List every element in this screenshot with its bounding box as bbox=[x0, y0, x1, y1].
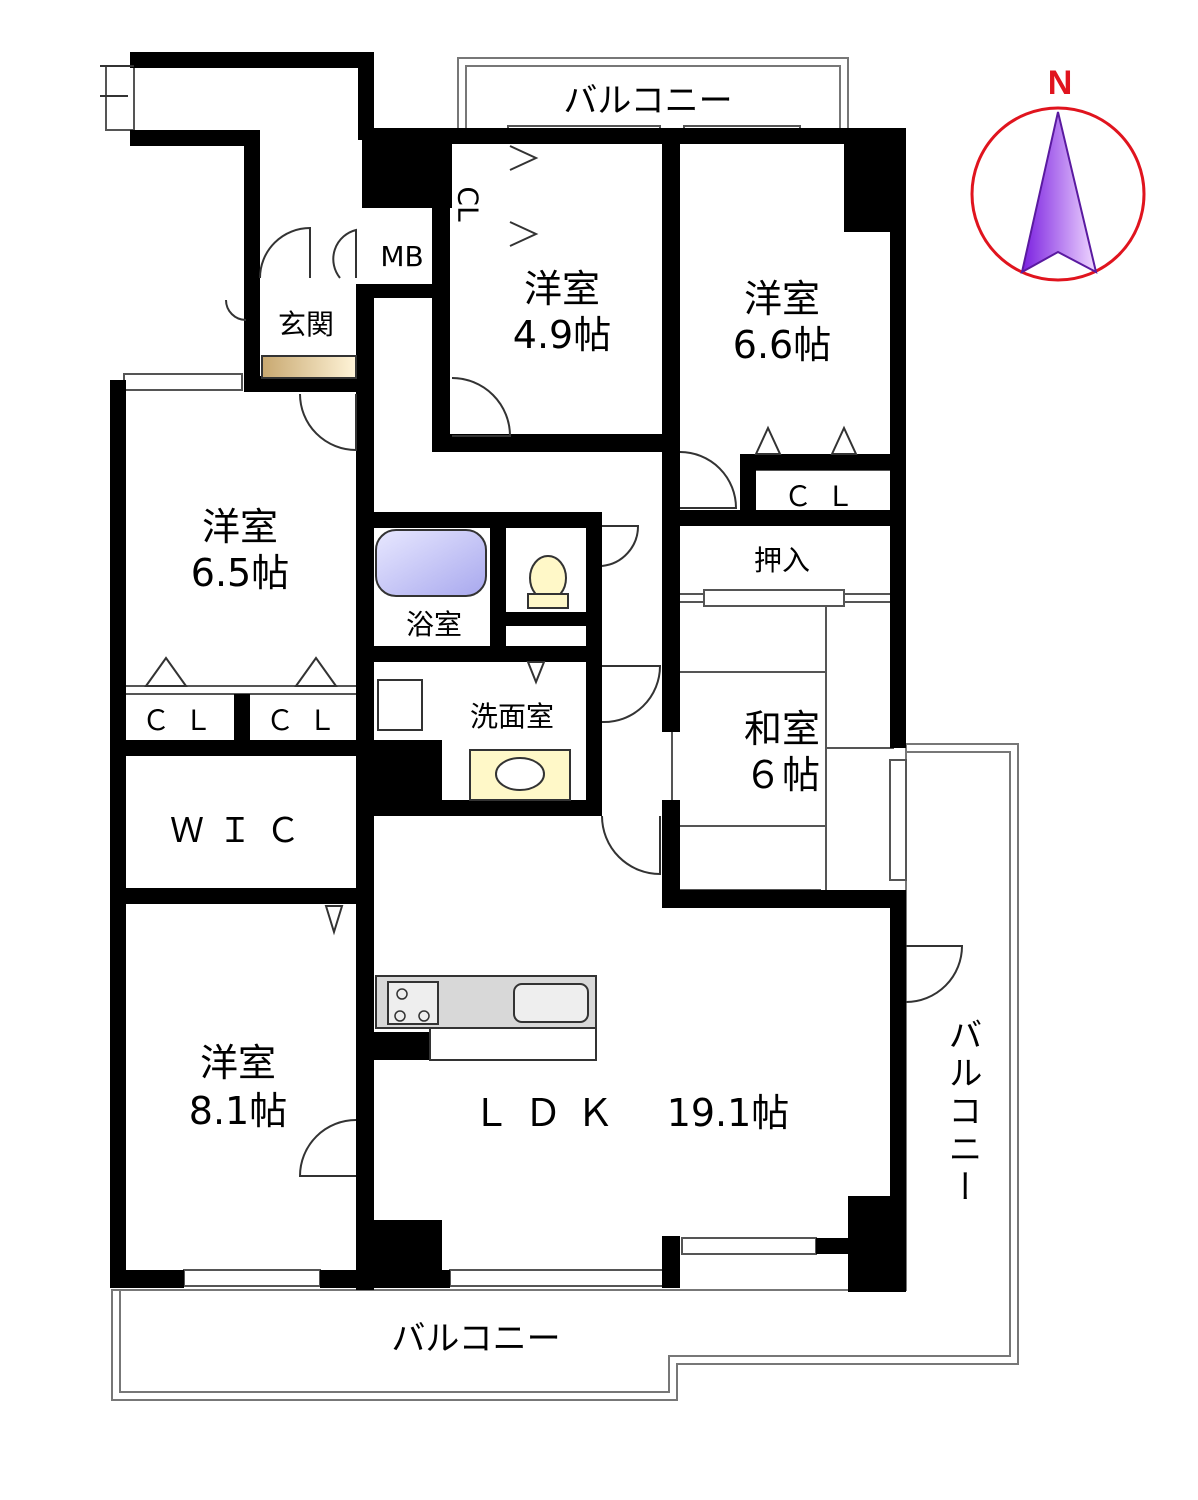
compass-letter: N bbox=[1048, 64, 1073, 102]
stove bbox=[387, 981, 439, 1025]
room-65-name: 洋室 bbox=[202, 505, 278, 549]
balcony-top-label: バルコニー bbox=[563, 81, 732, 121]
north-arrow-icon bbox=[1020, 111, 1098, 274]
bath-label: 浴室 bbox=[406, 608, 462, 641]
cl-left-b-label: ＣＬ bbox=[266, 704, 350, 737]
labels: バルコニー バルコニー バルコニー MB CL 玄関 洋室 4.9帖 洋室 6.… bbox=[142, 81, 982, 1359]
room-66-name: 洋室 bbox=[744, 277, 820, 321]
washroom-label: 洗面室 bbox=[470, 700, 554, 733]
cl-right-label: ＣＬ bbox=[784, 480, 868, 513]
closet-marks bbox=[144, 425, 858, 936]
cl-top-label: CL bbox=[452, 186, 485, 222]
fixtures bbox=[261, 355, 597, 1061]
washitsu-name: 和室 bbox=[744, 707, 820, 751]
ldk-size: 19.1帖 bbox=[667, 1091, 790, 1135]
room-81-name: 洋室 bbox=[200, 1041, 276, 1085]
room-49-size: 4.9帖 bbox=[513, 313, 611, 357]
balcony-right-label: バルコニー bbox=[942, 1017, 982, 1207]
walls bbox=[110, 52, 906, 1292]
mb-label: MB bbox=[380, 240, 423, 273]
bathtub bbox=[375, 529, 487, 597]
room-49-name: 洋室 bbox=[524, 267, 600, 311]
washitsu-size: ６帖 bbox=[744, 753, 820, 797]
room-81-size: 8.1帖 bbox=[189, 1089, 287, 1133]
compass: N bbox=[970, 64, 1146, 282]
washer bbox=[377, 679, 423, 731]
ldk-name: ＬＤＫ bbox=[472, 1091, 628, 1135]
room-65-size: 6.5帖 bbox=[191, 551, 289, 595]
toilet bbox=[527, 555, 569, 609]
cl-left-a-label: ＣＬ bbox=[142, 704, 226, 737]
balcony-bottom-label: バルコニー bbox=[391, 1319, 560, 1359]
kitchen-sink bbox=[513, 983, 589, 1023]
doors bbox=[100, 65, 964, 1177]
oshiire-label: 押入 bbox=[754, 544, 810, 577]
entrance-label: 玄関 bbox=[278, 308, 334, 341]
room-66-size: 6.6帖 bbox=[733, 323, 831, 367]
wic-label: ＷＩＣ bbox=[170, 811, 314, 851]
shoe-cabinet bbox=[261, 355, 357, 379]
